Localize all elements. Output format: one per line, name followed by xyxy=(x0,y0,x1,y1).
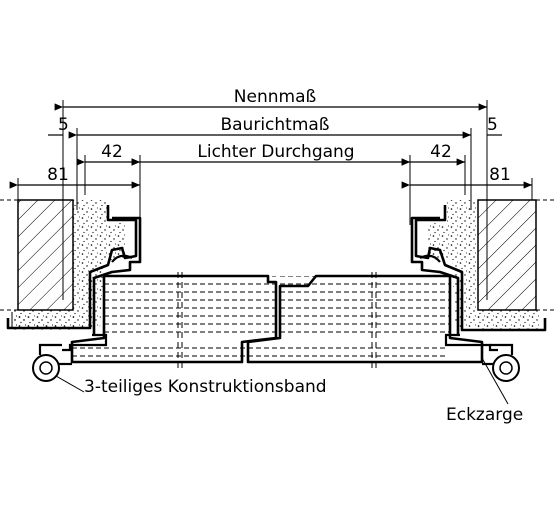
right-5-label: 5 xyxy=(487,115,498,135)
left-42-label: 42 xyxy=(101,142,123,162)
hinge-leader-line xyxy=(55,375,85,393)
right-wall xyxy=(477,199,555,311)
frame-callout: Eckzarge xyxy=(446,405,523,425)
hinge-callout: 3-teiliges Konstruktionsband xyxy=(84,377,327,397)
baurichtmass-label: Baurichtmaß xyxy=(220,115,329,135)
right-42-label: 42 xyxy=(430,142,452,162)
right-81-label: 81 xyxy=(489,165,511,185)
left-hinge xyxy=(32,343,72,382)
door-leaf xyxy=(70,272,484,368)
dimension-lines xyxy=(9,100,533,300)
left-81-label: 81 xyxy=(47,165,69,185)
left-wall xyxy=(0,199,74,311)
right-mortar-fill xyxy=(428,200,540,330)
frame-leader-line xyxy=(481,357,509,405)
nennmass-label: Nennmaß xyxy=(234,87,316,107)
left-5-label: 5 xyxy=(58,115,69,135)
lichter-durchgang-label: Lichter Durchgang xyxy=(197,142,354,162)
right-hinge xyxy=(482,343,520,382)
